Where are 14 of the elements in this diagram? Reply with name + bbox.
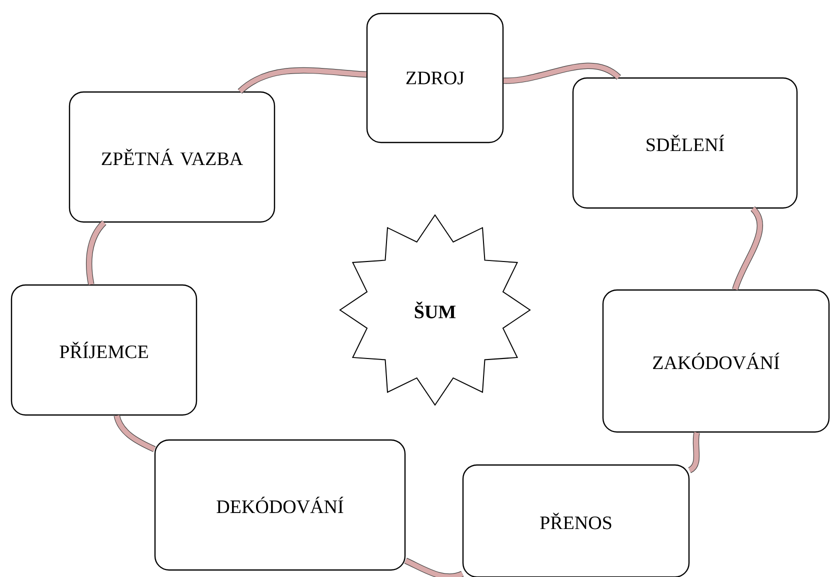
ring-connector [504,62,621,84]
process-box: PŘÍJEMCE [10,284,198,416]
ring-connector [86,220,106,285]
ring-connector [732,206,764,290]
process-box: ZAKÓDOVÁNÍ [602,289,830,433]
ring-connector [238,67,367,94]
ring-connector [688,432,700,473]
process-box: PŘENOS [462,464,690,577]
ring-connector [114,414,156,452]
process-box: DEKÓDOVÁNÍ [154,439,406,571]
process-box: ZPĚTNÁ VAZBA [68,91,276,223]
ring-connector [404,558,464,577]
process-box: SDĚLENÍ [572,77,798,209]
process-box: ZDROJ [366,12,504,144]
